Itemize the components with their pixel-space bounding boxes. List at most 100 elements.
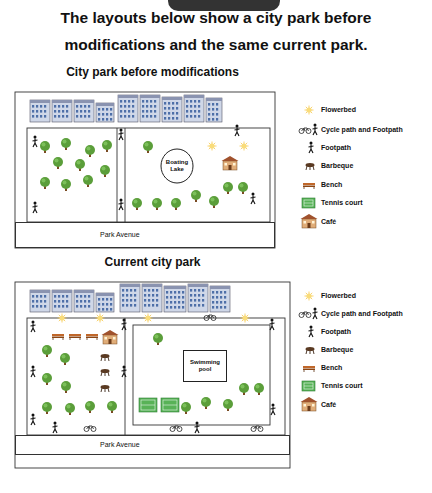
- park-section-outline: [133, 325, 270, 425]
- tree-icon: [61, 179, 71, 191]
- tree-icon: [65, 403, 75, 415]
- tree-icon: [61, 138, 71, 150]
- building-icon: [30, 290, 50, 312]
- tree-icon: [153, 333, 163, 345]
- tree-icon: [60, 353, 70, 365]
- footpath-icon: [119, 199, 124, 211]
- footpath-icon: [235, 125, 240, 137]
- tennis-court-icon: [302, 381, 315, 391]
- footpath-icon: [53, 422, 58, 434]
- cycle-path-icon: [251, 426, 263, 432]
- tree-icon: [152, 198, 162, 210]
- area-label: Boating Lake: [165, 159, 189, 173]
- tree-icon: [223, 182, 233, 194]
- title: The layouts below show a city park befor…: [16, 4, 416, 58]
- bench-icon: [69, 334, 81, 340]
- legend-label: Footpath: [321, 327, 351, 336]
- building-icon: [140, 95, 160, 122]
- building-icon: [118, 95, 138, 122]
- building-icon: [52, 100, 72, 122]
- tree-icon: [42, 402, 52, 414]
- barbeque-icon: [101, 354, 110, 361]
- path-edge-line: [117, 128, 118, 222]
- footpath-icon: [31, 366, 36, 378]
- road-band: Park Avenue: [15, 435, 290, 455]
- tree-icon: [100, 165, 110, 177]
- flowerbed-icon: [208, 142, 217, 151]
- tree-icon: [40, 141, 50, 153]
- footpath-icon: [309, 142, 314, 154]
- cafe-icon: [102, 330, 119, 344]
- legend-label: Cycle path and Footpath: [321, 309, 403, 318]
- tree-icon: [42, 345, 52, 357]
- cafe-icon: [301, 397, 318, 411]
- legend-label: Flowerbed: [321, 105, 356, 114]
- tree-icon: [209, 196, 219, 208]
- legend-label: Barbeque: [321, 345, 353, 354]
- building-icon: [74, 100, 94, 122]
- area-label: Park Avenue: [100, 441, 140, 449]
- legend-label: Tennis court: [321, 198, 362, 207]
- cycle-path-icon: [299, 312, 311, 318]
- tree-icon: [238, 182, 248, 194]
- area-label: Swimming pool: [184, 359, 226, 373]
- legend-label: Tennis court: [321, 381, 362, 390]
- cycle-path-icon: [299, 128, 311, 134]
- map-heading: Current city park: [15, 254, 290, 270]
- cycle-path-icon: [204, 315, 216, 321]
- footpath-icon: [119, 129, 124, 141]
- tree-icon: [53, 157, 63, 169]
- map-outline: [15, 282, 290, 468]
- map-outline: [15, 92, 275, 248]
- lake-ellipse: Boating Lake: [160, 148, 194, 184]
- tree-icon: [61, 381, 71, 393]
- legend-label: Bench: [321, 180, 342, 189]
- tree-icon: [132, 198, 142, 210]
- tree-icon: [201, 397, 211, 409]
- bench-icon: [303, 183, 315, 189]
- footpath-icon: [31, 321, 36, 333]
- tennis-court-icon: [302, 198, 315, 208]
- legend-label: Flowerbed: [321, 291, 356, 300]
- map-panel: City park before modificationsBoating La…: [15, 64, 290, 248]
- tree-icon: [191, 190, 201, 202]
- tree-icon: [42, 373, 52, 385]
- footpath-icon: [33, 136, 38, 148]
- legend-label: Café: [321, 217, 336, 226]
- flowerbed-icon: [144, 314, 153, 323]
- footpath-icon: [33, 202, 38, 214]
- building-icon: [210, 286, 230, 312]
- tree-icon: [85, 401, 95, 413]
- legend-label: Footpath: [321, 143, 351, 152]
- bench-icon: [303, 366, 315, 372]
- flowerbed-icon: [240, 142, 249, 151]
- area-label: Park Avenue: [100, 231, 140, 239]
- tree-icon: [102, 140, 112, 152]
- map-heading: City park before modifications: [15, 64, 290, 80]
- flowerbed-icon: [241, 314, 250, 323]
- barbeque-icon: [306, 163, 315, 170]
- footpath-icon: [122, 366, 127, 378]
- park-outline: [27, 318, 285, 435]
- tree-icon: [181, 402, 191, 414]
- barbeque-icon: [101, 385, 110, 392]
- footpath-icon: [251, 193, 256, 205]
- building-icon: [30, 100, 50, 122]
- footpath-icon: [309, 326, 314, 338]
- footpath-icon: [313, 308, 318, 320]
- tennis-court-icon: [139, 398, 157, 412]
- footpath-icon: [270, 319, 275, 331]
- footpath-icon: [122, 319, 127, 331]
- bench-icon: [52, 334, 64, 340]
- building-icon: [206, 98, 222, 122]
- tree-icon: [171, 198, 181, 210]
- tree-icon: [85, 145, 95, 157]
- legend-label: Bench: [321, 363, 342, 372]
- tree-icon: [107, 401, 117, 413]
- road-band: Park Avenue: [15, 222, 275, 248]
- building-icon: [74, 290, 94, 312]
- tree-icon: [40, 177, 50, 189]
- building-icon: [142, 284, 162, 312]
- legend-label: Cycle path and Footpath: [321, 125, 403, 134]
- legend-label: Barbeque: [321, 161, 353, 170]
